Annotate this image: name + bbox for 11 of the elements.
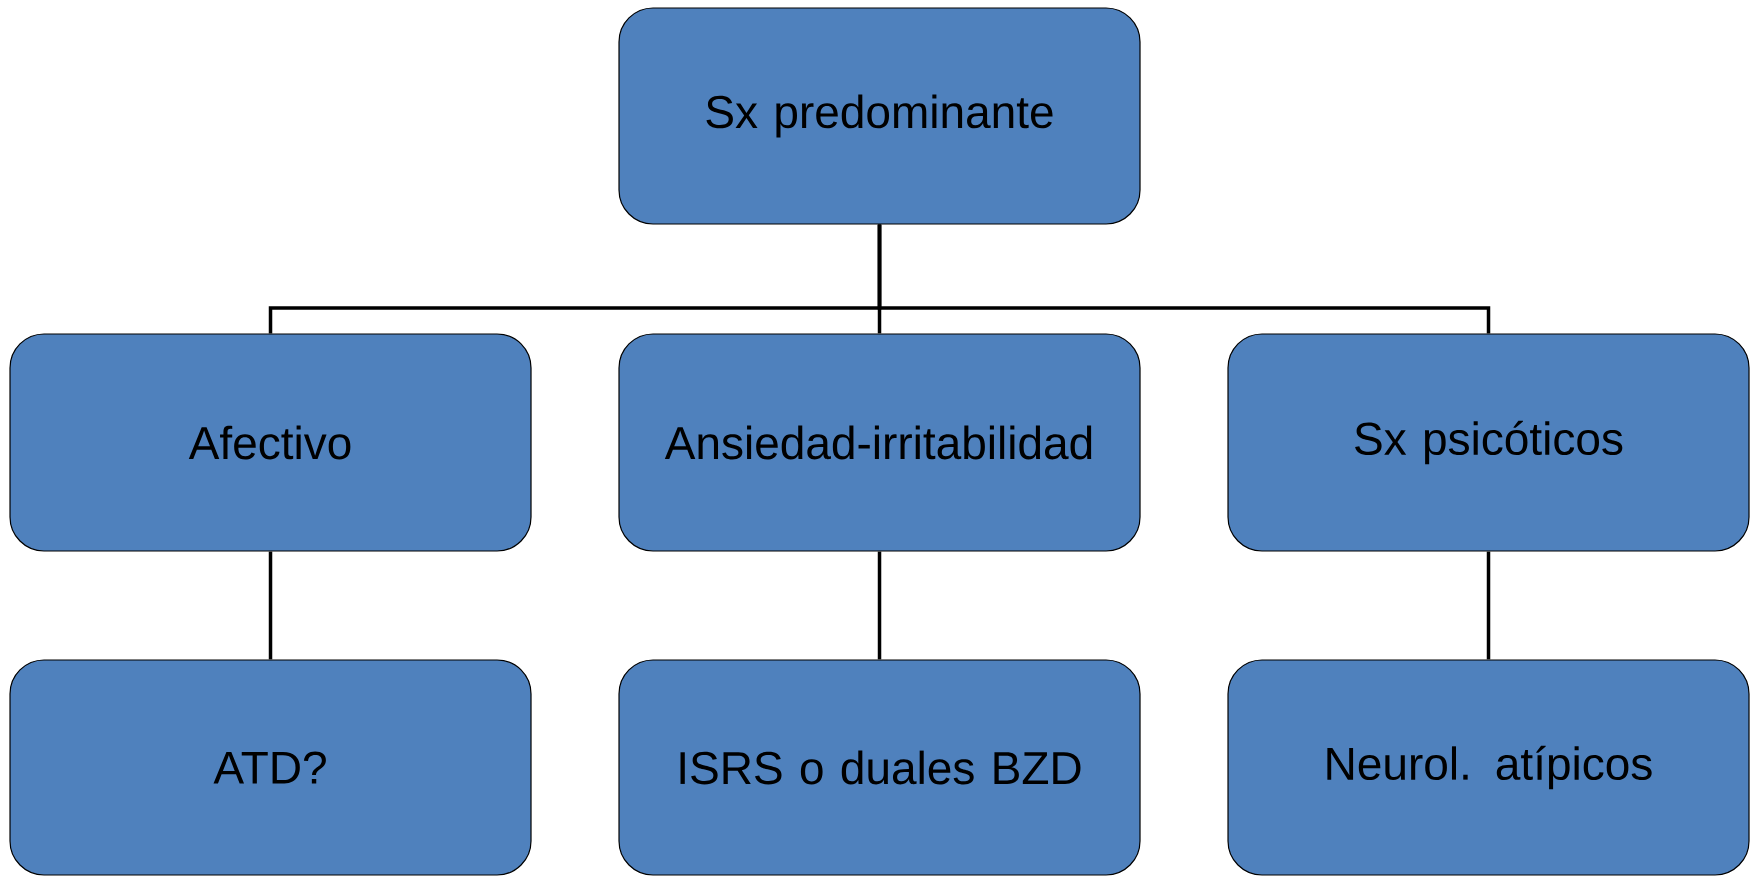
process-box: ISRS o duales BZD — [618, 659, 1141, 876]
process-box: ATD? — [9, 659, 532, 876]
process-box: Sx predominante — [618, 7, 1141, 225]
connector-line — [877, 224, 1491, 334]
process-box: Neurol. atípicos — [1227, 659, 1750, 876]
process-box: Ansiedad-irritabilidad — [618, 333, 1141, 552]
process-box: Afectivo — [9, 333, 532, 552]
connector-line — [877, 551, 882, 660]
connector-line — [1486, 551, 1491, 660]
process-box: Sx psicóticos — [1227, 333, 1750, 552]
connector-line — [268, 551, 273, 660]
